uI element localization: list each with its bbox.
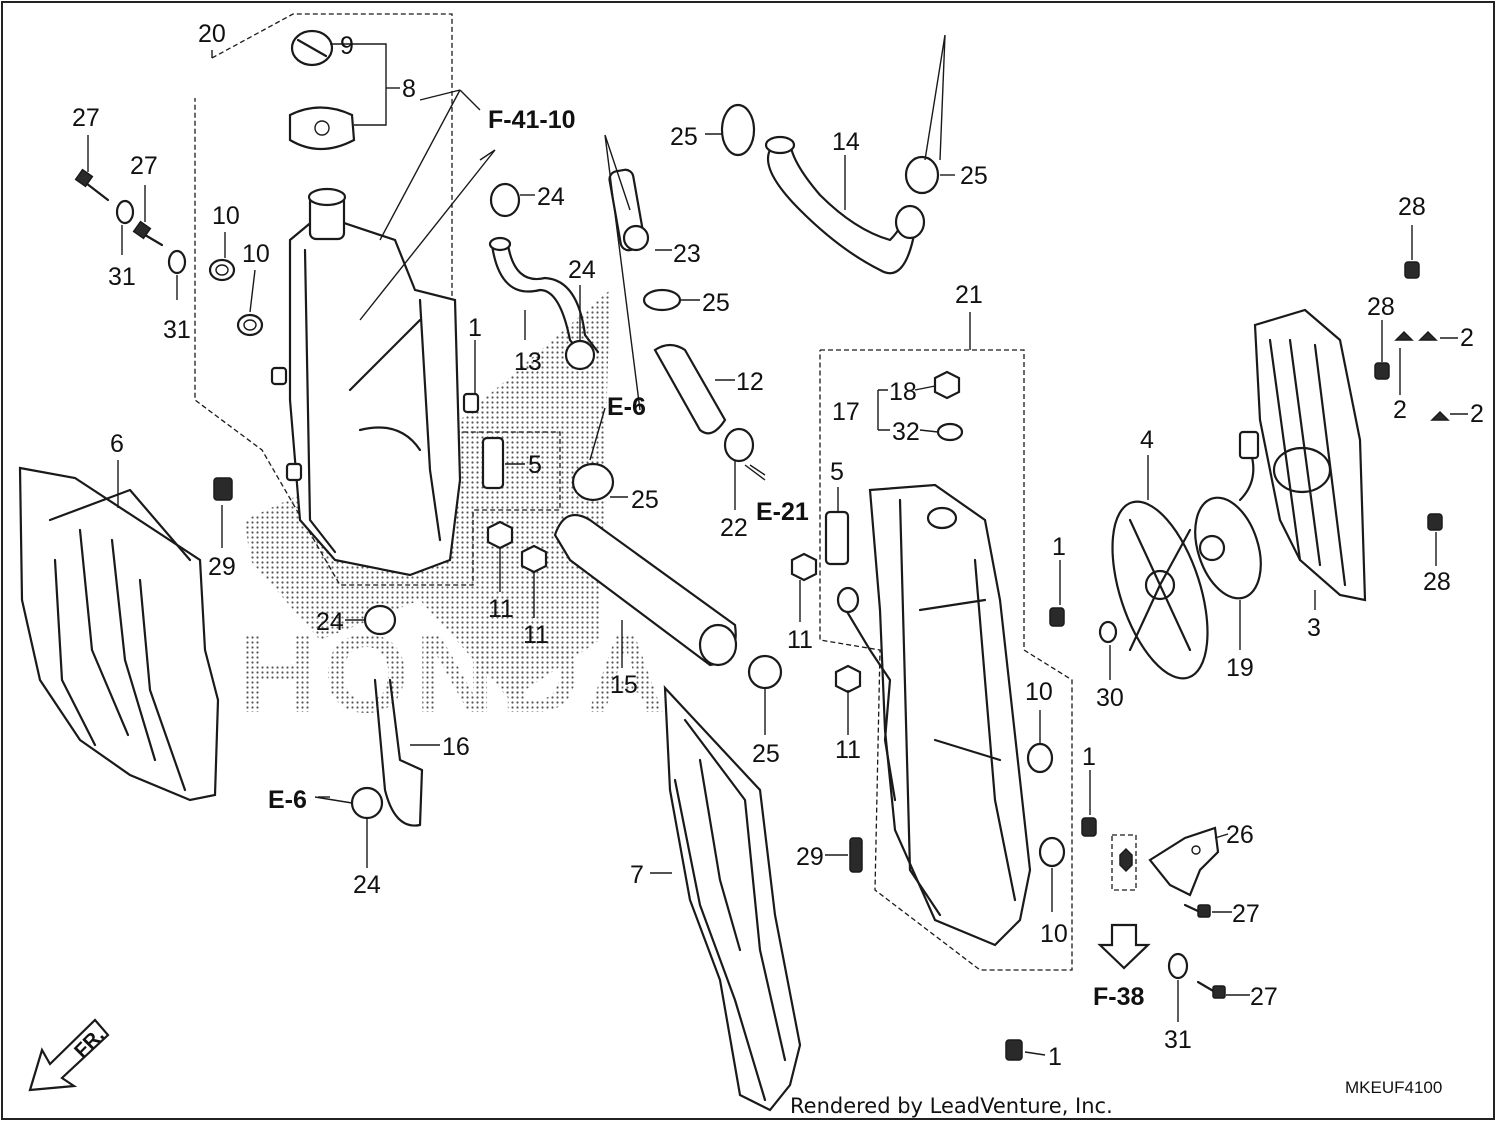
clip-29-left	[213, 477, 233, 501]
lower-shroud	[663, 685, 802, 1112]
fan-motor-shroud	[1098, 308, 1367, 680]
callout: 1	[468, 314, 482, 342]
callout: 12	[736, 368, 764, 396]
callout: 18	[889, 378, 917, 406]
credit-text: Rendered by LeadVenture, Inc.	[790, 1094, 1113, 1118]
callout: 24	[353, 871, 381, 899]
front-direction-arrow: FR.	[28, 1018, 110, 1092]
hose-23-12	[608, 168, 755, 463]
callout: 32	[892, 418, 920, 446]
callout: 1	[1048, 1043, 1062, 1071]
leader-lines	[87, 34, 1468, 1056]
callout: 2	[1470, 400, 1484, 428]
callout: 11	[523, 621, 549, 649]
callout: 17	[832, 398, 860, 426]
callout: 31	[1164, 1026, 1192, 1054]
callout: 6	[110, 430, 124, 458]
callout: 25	[670, 123, 698, 151]
reference-label: E-6	[607, 393, 646, 421]
diagram-code: MKEUF4100	[1345, 1078, 1442, 1097]
callout: 13	[514, 348, 542, 376]
reserve-tank-assembly	[194, 13, 561, 586]
bracket-26	[1097, 826, 1226, 999]
hose-14	[720, 103, 940, 275]
callout: 9	[340, 32, 354, 60]
callout: 25	[702, 289, 730, 317]
reference-label: E-21	[756, 498, 809, 526]
callout: 4	[1140, 426, 1154, 454]
callout: 10	[1025, 678, 1053, 706]
callout: 28	[1367, 293, 1395, 321]
callout: 2	[1393, 396, 1407, 424]
reference-codes: F-41-10 E-6 E-21 E-6 F-38	[268, 106, 1145, 1011]
callout: 21	[955, 281, 983, 309]
callout: 3	[1307, 614, 1321, 642]
callout: 14	[832, 128, 860, 156]
reference-label: F-38	[1093, 983, 1145, 1011]
callout: 29	[208, 553, 236, 581]
watermark-text: HONDA	[238, 613, 671, 736]
left-shroud	[18, 466, 220, 802]
callout: 10	[212, 202, 240, 230]
callout: 23	[673, 240, 701, 268]
callout: 25	[631, 486, 659, 514]
callout: 25	[960, 162, 988, 190]
callout: 27	[72, 104, 100, 132]
callout: 29	[796, 843, 824, 871]
callout: 1	[1052, 533, 1066, 561]
callout: 7	[630, 861, 644, 889]
callout: 22	[720, 514, 748, 542]
callout: 28	[1423, 568, 1451, 596]
callout: 11	[488, 595, 514, 623]
callout: 20	[198, 20, 226, 48]
callout: 5	[830, 458, 844, 486]
bolts-washers-top-left	[74, 168, 187, 275]
callout: 24	[316, 608, 344, 636]
callout: 19	[1226, 654, 1254, 682]
callout: 2	[1460, 324, 1474, 352]
hose-16	[350, 604, 424, 827]
callout: 27	[130, 152, 158, 180]
callout: 26	[1226, 821, 1254, 849]
callout: 15	[610, 671, 638, 699]
callout: 16	[442, 733, 470, 761]
callout: 10	[1040, 920, 1068, 948]
callout: 28	[1398, 193, 1426, 221]
callout: 10	[242, 240, 270, 268]
callout: 24	[568, 256, 596, 284]
radiator-assembly	[790, 349, 1097, 1061]
hose-13	[488, 182, 600, 371]
callout: 11	[835, 736, 861, 764]
callout: 27	[1232, 900, 1260, 928]
callout: 24	[537, 183, 565, 211]
clip-29-right	[849, 837, 863, 873]
reference-label: F-41-10	[488, 106, 576, 134]
callout: 31	[163, 316, 191, 344]
callout: 8	[402, 75, 416, 103]
callout: 1	[1082, 743, 1096, 771]
callout: 11	[787, 626, 813, 654]
callout-numbers: 20 9 8 27 27 10 10 31 31 24 24 13 1 5 6 …	[72, 20, 1484, 1071]
callout: 25	[752, 740, 780, 768]
callout: 27	[1250, 983, 1278, 1011]
callout: 30	[1096, 684, 1124, 712]
callout: 5	[528, 451, 542, 479]
callout: 31	[108, 263, 136, 291]
fan-fasteners	[1374, 261, 1450, 531]
reference-label: E-6	[268, 786, 307, 814]
pipe-15	[553, 462, 783, 690]
